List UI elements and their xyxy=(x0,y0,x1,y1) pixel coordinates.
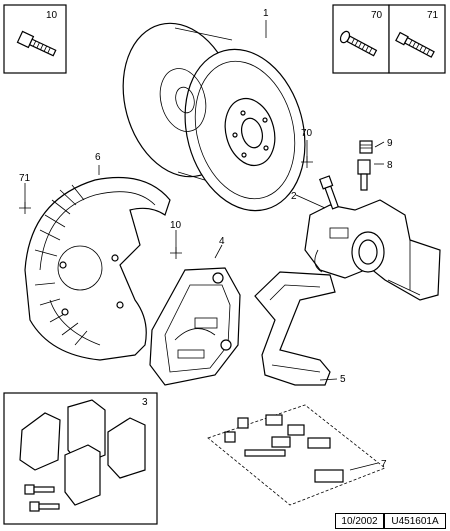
pad-4-icon xyxy=(64,444,101,506)
pad-1-icon xyxy=(19,412,61,471)
date-label: 10/2002 xyxy=(335,513,384,529)
inset-box-71: 71 xyxy=(388,4,446,74)
inset-box-70: 70 xyxy=(332,4,390,74)
callout-70-box: 70 xyxy=(371,10,383,21)
kit-items-icon xyxy=(224,414,344,483)
brake-pads-box: 3 xyxy=(3,392,158,525)
caliper-carrier xyxy=(149,267,241,386)
brake-disc xyxy=(122,22,306,212)
bleed-screw xyxy=(357,159,371,191)
callout-6: 6 xyxy=(95,152,101,163)
bolt-10-icon xyxy=(16,30,57,57)
callout-2: 2 xyxy=(291,191,297,202)
pad-holder-bracket xyxy=(254,271,336,386)
callout-71: 71 xyxy=(19,173,31,184)
pad-2-icon xyxy=(67,399,106,466)
bolt-71-icon xyxy=(395,31,435,58)
callout-70: 70 xyxy=(301,128,313,139)
callout-71-box: 71 xyxy=(427,10,439,21)
bleed-cap xyxy=(359,140,373,154)
brake-caliper xyxy=(304,199,441,301)
caliper-bolt xyxy=(319,175,340,210)
pad-3-icon xyxy=(107,417,146,479)
callout-1: 1 xyxy=(263,8,269,19)
position-markers xyxy=(19,156,313,259)
callout-4: 4 xyxy=(219,236,225,247)
callout-3: 3 xyxy=(142,397,148,408)
callout-10: 10 xyxy=(170,220,182,231)
pad-bolts-icon xyxy=(24,484,60,512)
screw-70-icon xyxy=(339,30,378,57)
reference-code: U451601A xyxy=(384,513,446,529)
callout-8: 8 xyxy=(387,160,393,171)
leader-lines xyxy=(24,20,385,471)
callout-9: 9 xyxy=(387,138,393,149)
callout-10-box: 10 xyxy=(46,10,58,21)
callout-5: 5 xyxy=(340,374,346,385)
inset-box-10: 10 xyxy=(3,4,67,74)
fitting-kit xyxy=(207,404,386,506)
callout-7: 7 xyxy=(381,459,387,470)
dust-shield xyxy=(24,177,171,361)
